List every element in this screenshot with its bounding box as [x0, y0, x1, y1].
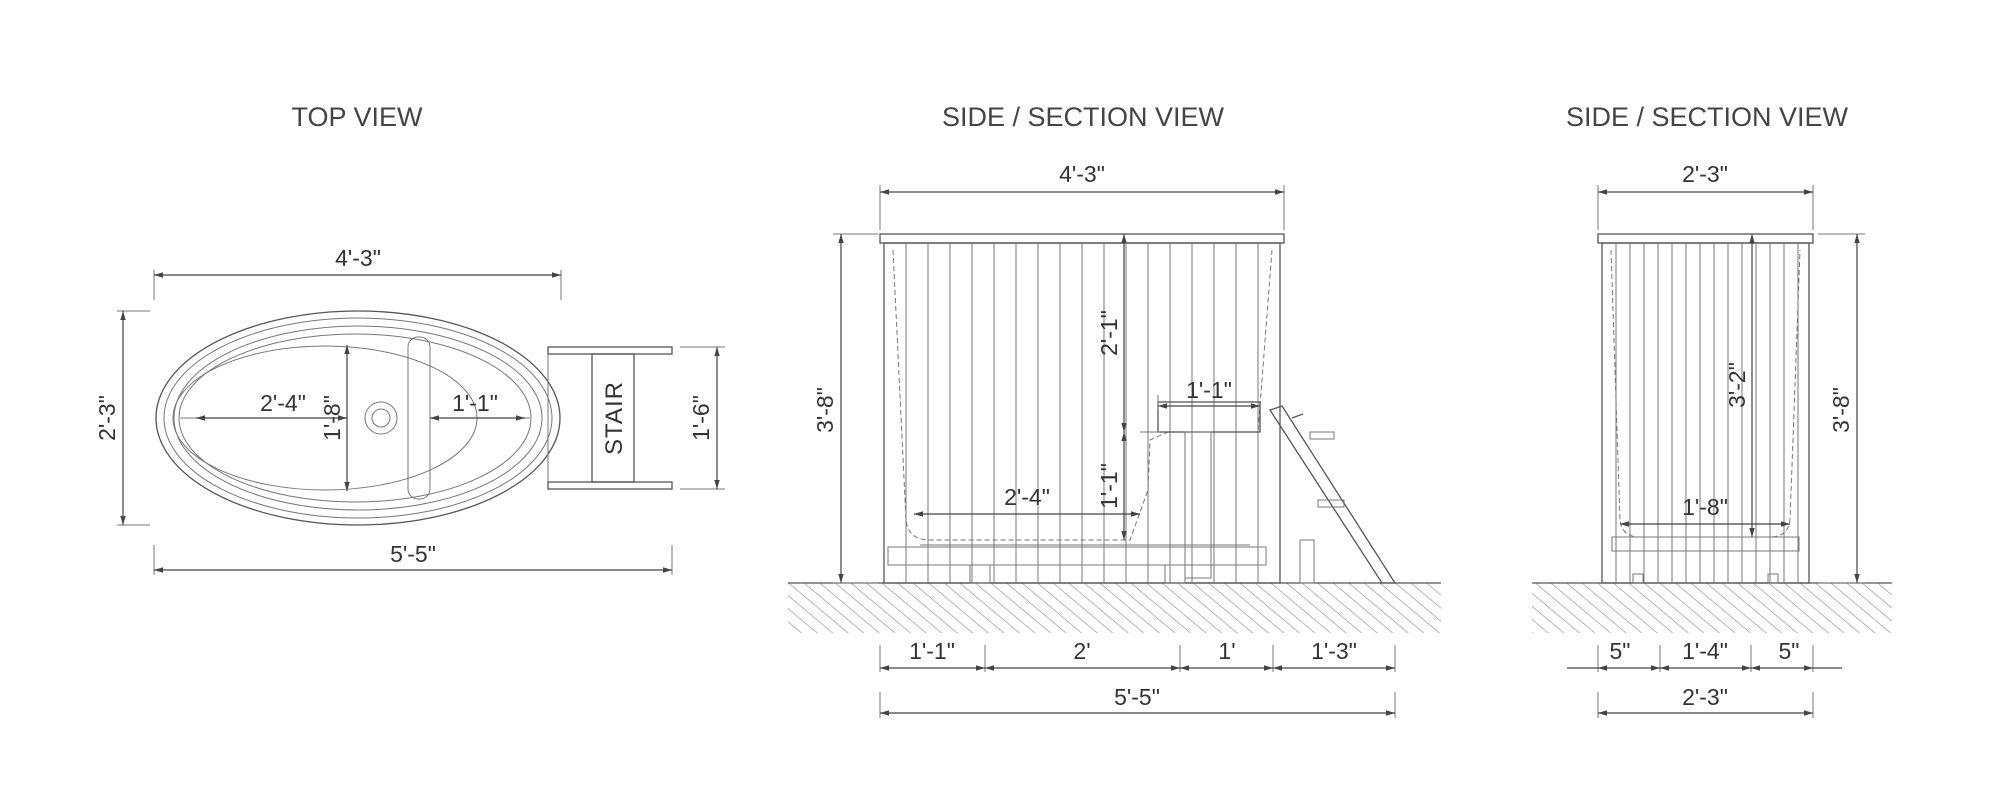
svg-text:2'-4": 2'-4" — [1004, 484, 1050, 510]
side-view-2-title: SIDE / SECTION VIEW — [1566, 102, 1849, 132]
top-dim-stair-width: 1'-6" — [680, 346, 725, 490]
svg-text:4'-3": 4'-3" — [335, 245, 381, 271]
svg-text:1'-4": 1'-4" — [1682, 638, 1728, 664]
svg-text:5'-5": 5'-5" — [1114, 684, 1160, 710]
side2-dim-total-width: 2'-3" — [1597, 684, 1814, 718]
svg-text:1'-8": 1'-8" — [1682, 494, 1728, 520]
side2-dim-overall-height: 3'-8" — [1818, 233, 1865, 584]
side1-dim-upper-depth: 2'-1" — [1096, 234, 1127, 432]
side1-dim-segments: 1'-1" 2' 1' 1'-3" — [879, 638, 1396, 672]
top-dim-overall-length: 4'-3" — [153, 245, 562, 300]
side1-dim-total-length: 5'-5" — [879, 684, 1396, 718]
svg-text:1'-3": 1'-3" — [1311, 638, 1357, 664]
svg-text:1'-6": 1'-6" — [688, 395, 714, 441]
top-dim-interior-length: 2'-4" — [196, 390, 347, 421]
top-view: STAIR 4'-3" 2'-3" 2'-4" 1'-8" 1'-1" — [94, 245, 725, 575]
tub-slats — [1615, 243, 1799, 583]
svg-text:5": 5" — [1610, 638, 1631, 664]
side2-dim-top-width: 2'-3" — [1597, 161, 1814, 230]
top-dim-seat-depth: 1'-1" — [430, 390, 525, 421]
side-view-2: 2'-3" 3'-2" 3'-8" 1'-8" 5" 1'-4" — [1532, 161, 1892, 718]
side2-dim-inner-depth: 3'-2" — [1724, 234, 1755, 537]
side-view-1-title: SIDE / SECTION VIEW — [942, 102, 1225, 132]
top-dim-total-length: 5'-5" — [153, 541, 673, 575]
side1-dim-seat-height: 1'-1" — [1096, 432, 1127, 540]
side-view-1: 4'-3" 3'-8" 2'-1" 1'-1" 1'-1" 2'-4" — [788, 161, 1441, 718]
side1-dim-top-width: 4'-3" — [879, 161, 1285, 230]
svg-text:2'-4": 2'-4" — [260, 390, 306, 416]
svg-text:3'-8": 3'-8" — [1828, 387, 1854, 433]
svg-text:1'-1": 1'-1" — [1096, 463, 1122, 509]
seat — [1140, 401, 1261, 579]
svg-text:2'-3": 2'-3" — [94, 395, 120, 441]
svg-text:5": 5" — [1779, 638, 1800, 664]
side1-dim-seat-depth: 1'-1" — [1157, 377, 1260, 410]
svg-text:2'-3": 2'-3" — [1682, 684, 1728, 710]
svg-text:1': 1' — [1218, 638, 1235, 664]
svg-text:3'-8": 3'-8" — [812, 387, 838, 433]
svg-text:2'-1": 2'-1" — [1096, 310, 1122, 356]
svg-text:3'-2": 3'-2" — [1724, 362, 1750, 408]
side1-dim-floor-length: 2'-4" — [914, 484, 1140, 517]
stair-label: STAIR — [601, 381, 628, 455]
svg-text:5'-5": 5'-5" — [390, 541, 436, 567]
svg-text:2': 2' — [1073, 638, 1090, 664]
top-stair: STAIR — [547, 346, 673, 490]
side2-dim-segments: 5" 1'-4" 5" — [1567, 638, 1842, 672]
svg-text:2'-3": 2'-3" — [1682, 161, 1728, 187]
top-dim-interior-width: 1'-8" — [319, 345, 350, 491]
tub-slats — [905, 243, 1259, 583]
side2-dim-floor-width: 1'-8" — [1620, 494, 1790, 527]
side-stair — [1268, 405, 1397, 584]
svg-text:1'-1": 1'-1" — [1186, 377, 1232, 403]
svg-text:4'-3": 4'-3" — [1059, 161, 1105, 187]
top-view-title: TOP VIEW — [291, 102, 423, 132]
svg-text:1'-1": 1'-1" — [909, 638, 955, 664]
svg-text:1'-8": 1'-8" — [319, 395, 345, 441]
side1-dim-overall-height: 3'-8" — [812, 233, 878, 584]
top-dim-overall-width: 2'-3" — [94, 310, 150, 526]
svg-text:1'-1": 1'-1" — [452, 390, 498, 416]
